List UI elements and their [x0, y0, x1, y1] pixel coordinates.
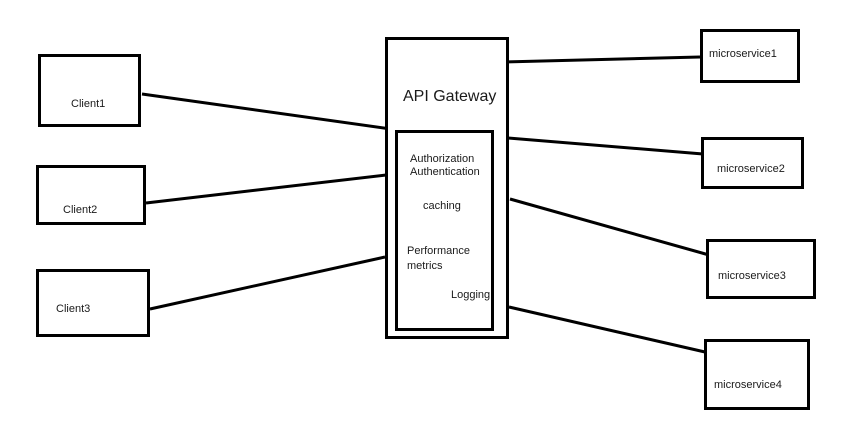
feature-authentication: Authentication: [410, 166, 480, 178]
client1-box: Client1: [38, 54, 141, 127]
microservice2-label: microservice2: [717, 163, 785, 175]
connector-gateway-microservice1: [503, 55, 701, 64]
microservice3-box: microservice3: [706, 239, 816, 299]
api-gateway-box: API Gateway Authorization Authentication…: [385, 37, 509, 339]
feature-metrics: metrics: [407, 260, 443, 272]
connector-client2-gateway: [145, 173, 387, 205]
client2-box: Client2: [36, 165, 146, 225]
connector-client3-gateway: [149, 255, 386, 311]
feature-caching: caching: [423, 200, 461, 212]
connector-client1-gateway: [141, 92, 392, 131]
client1-label: Client1: [71, 98, 106, 110]
microservice3-label: microservice3: [718, 270, 786, 282]
connector-gateway-microservice3: [509, 197, 710, 257]
microservice2-box: microservice2: [701, 137, 804, 189]
api-gateway-title: API Gateway: [403, 88, 497, 105]
client3-label: Client3: [56, 303, 91, 315]
connector-gateway-microservice4: [508, 305, 706, 354]
feature-logging: Logging: [451, 289, 491, 301]
gateway-features-box: Authorization Authentication caching Per…: [395, 130, 494, 331]
microservice1-box: microservice1: [700, 29, 800, 83]
feature-performance: Performance: [407, 245, 470, 257]
microservice1-label: microservice1: [709, 48, 777, 60]
connector-gateway-microservice2: [507, 136, 704, 156]
microservice4-box: microservice4: [704, 339, 810, 410]
microservice4-label: microservice4: [714, 379, 782, 391]
feature-authorization: Authorization: [410, 153, 475, 165]
client2-label: Client2: [63, 204, 98, 216]
client3-box: Client3: [36, 269, 150, 337]
